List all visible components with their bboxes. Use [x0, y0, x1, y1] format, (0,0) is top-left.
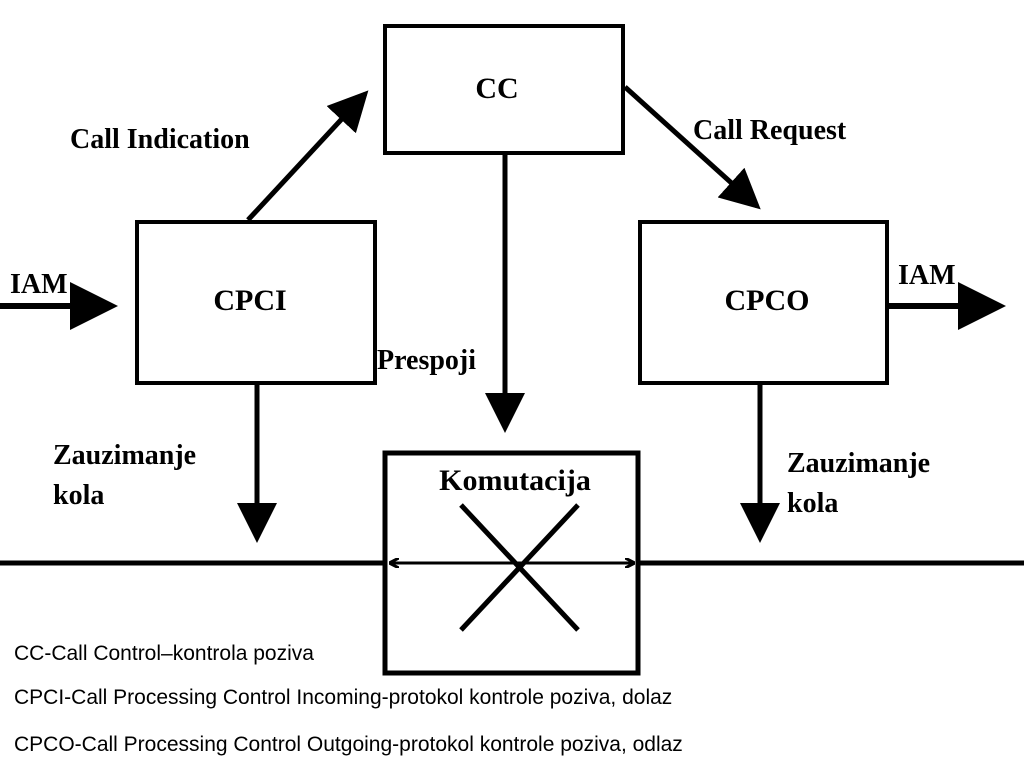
cpci-box — [135, 220, 377, 385]
legend: CC-Call Control–kontrola poziva CPCI-Cal… — [14, 642, 683, 756]
label-seize-right-line-2: kola — [787, 488, 838, 519]
cc-node: CC — [383, 24, 625, 155]
cpco-node: CPCO — [638, 220, 889, 385]
legend-line-cpco: CPCO-Call Processing Control Outgoing-pr… — [14, 733, 683, 756]
cc-box — [383, 24, 625, 155]
label-iam-in: IAM — [10, 269, 68, 300]
legend-line-cpci: CPCI-Call Processing Control Incoming-pr… — [14, 686, 672, 709]
label-prespoji: Prespoji — [377, 345, 476, 376]
cpci-label: CPCI — [213, 284, 286, 317]
label-seize-left-line-2: kola — [53, 480, 104, 511]
arrow-call-request — [623, 85, 761, 210]
cpco-box — [638, 220, 889, 385]
cc-label: CC — [475, 72, 518, 105]
cpci-node: CPCI — [135, 220, 377, 385]
legend-line-cc: CC-Call Control–kontrola poziva — [14, 642, 314, 665]
switching-node: Komutacija — [382, 450, 641, 676]
switching-label: Komutacija — [439, 464, 591, 497]
label-seize-left-line-1: Zauzimanje — [53, 440, 196, 471]
label-call-request: Call Request — [693, 115, 847, 146]
arrow-call-indication — [246, 90, 369, 222]
label-iam-out: IAM — [898, 260, 956, 291]
label-seize-right-line-1: Zauzimanje — [787, 448, 930, 479]
cpco-label: CPCO — [725, 284, 810, 317]
label-call-indication: Call Indication — [70, 124, 250, 155]
switching-box — [382, 450, 641, 676]
